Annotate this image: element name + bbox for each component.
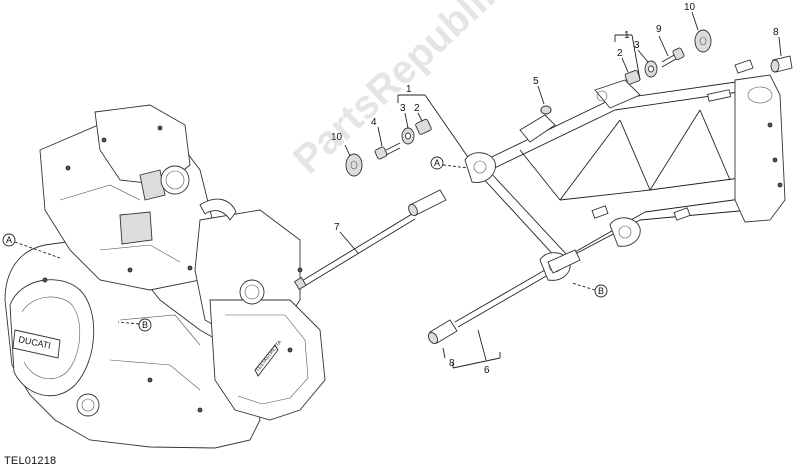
part-3-washer-right — [637, 49, 658, 78]
frame-ref-a-label: A — [434, 158, 440, 168]
engine-assembly: DUCATI TESTASTRETTA — [4, 104, 326, 449]
engine-ref-a-label: A — [6, 235, 12, 245]
part-10-bushing-left — [344, 144, 363, 177]
diagram-code-label: TEL01218 — [4, 455, 57, 467]
part-9-bolt — [658, 35, 685, 68]
callout-9: 9 — [656, 24, 662, 35]
part-3-washer-center — [401, 127, 415, 145]
part-4-bolt — [374, 126, 401, 160]
callout-10-right: 10 — [684, 2, 696, 13]
callout-8-right: 8 — [773, 27, 779, 38]
callout-4: 4 — [371, 117, 377, 128]
part-5-nut — [537, 85, 552, 115]
frame-trellis — [464, 59, 786, 281]
callout-8-lower: 8 — [449, 358, 455, 369]
part-7-long-rod — [293, 213, 416, 290]
part-8-bushing-lower — [427, 319, 458, 359]
part-2-spacer-right — [621, 57, 641, 85]
frame-ref-b-label: B — [598, 286, 604, 296]
callout-7: 7 — [334, 222, 340, 233]
callout-3-center: 3 — [400, 103, 406, 114]
callout-2-right: 2 — [617, 48, 623, 59]
callout-1-right: 1 — [624, 30, 630, 41]
engine-ref-a: A — [2, 233, 61, 259]
callout-group-1-center-leader — [397, 94, 471, 161]
callout-group-1-right-leader — [614, 34, 641, 81]
engine-ref-b: B — [117, 318, 152, 332]
callout-10-left: 10 — [331, 132, 343, 143]
callout-1-center: 1 — [406, 84, 412, 95]
callout-2-center: 2 — [414, 103, 420, 114]
callout-3-right: 3 — [634, 40, 640, 51]
part-7-sleeve — [408, 189, 447, 217]
callout-5: 5 — [533, 76, 539, 87]
frame-ref-a: A — [430, 156, 469, 170]
part-2-spacer-center — [415, 118, 432, 135]
part-8-bushing-right — [770, 36, 793, 73]
engine-ref-b-label: B — [142, 320, 148, 330]
part-10-bushing-right — [691, 11, 712, 53]
part-6-lower-rod — [454, 269, 549, 328]
callout-6: 6 — [484, 365, 490, 376]
callout-group-6-leader — [452, 329, 501, 369]
frame-ref-b: B — [571, 282, 608, 298]
